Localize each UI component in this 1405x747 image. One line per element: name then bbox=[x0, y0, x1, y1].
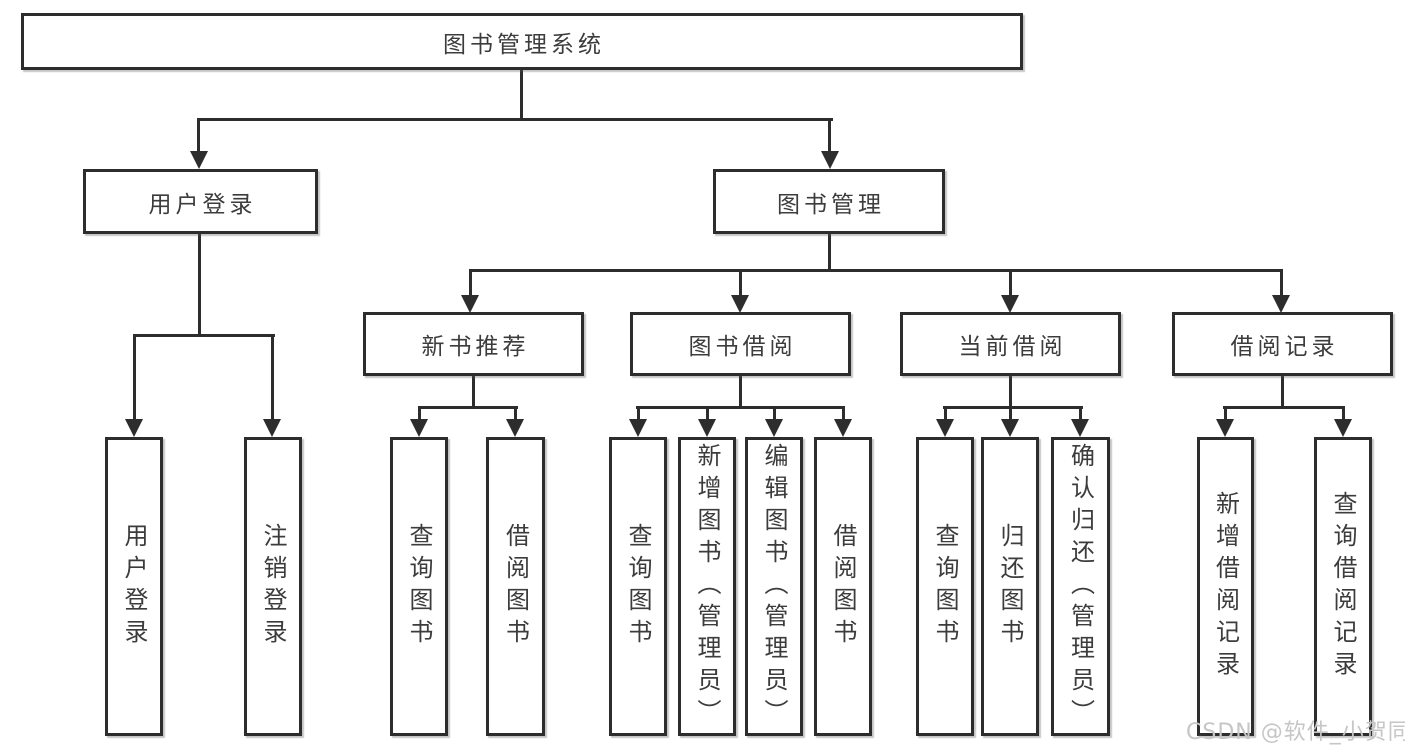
node-book-management: 图书管理 bbox=[713, 169, 945, 234]
node-new-book-recommend-label: 新书推荐 bbox=[421, 334, 530, 360]
node-book-management-label: 图书管理 bbox=[777, 191, 885, 218]
node-leaf-logout: 注销登录 bbox=[244, 437, 302, 736]
node-leaf-user-login-label: 用户登录 bbox=[120, 522, 148, 651]
node-leaf-confirm-return-admin-label: 确认归还（管理员） bbox=[1066, 442, 1095, 731]
node-leaf-borrow-books-2-label: 借阅图书 bbox=[829, 522, 857, 651]
node-leaf-query-books-1: 查询图书 bbox=[390, 437, 448, 736]
connector-g3-stem bbox=[1009, 376, 1012, 409]
node-borrowing-records: 借阅记录 bbox=[1172, 312, 1393, 376]
connector-g2-drop3 bbox=[773, 408, 776, 421]
connector-mgmt-crossbar bbox=[469, 269, 1283, 272]
node-leaf-query-books-3-label: 查询图书 bbox=[931, 522, 959, 651]
connector-g4-drop1 bbox=[1224, 408, 1227, 421]
csdn-watermark: CSDN @软件_小贺同学 bbox=[1186, 720, 1405, 745]
arrowhead-book-borrow bbox=[731, 295, 749, 313]
node-leaf-return-books-label: 归还图书 bbox=[996, 522, 1024, 651]
node-leaf-query-borrow-record-label: 查询借阅记录 bbox=[1329, 490, 1357, 683]
connector-drop-leaf-logout bbox=[271, 336, 274, 420]
connector-g4-crossbar bbox=[1223, 406, 1345, 409]
node-leaf-user-login: 用户登录 bbox=[105, 437, 163, 736]
arrowhead-book-management bbox=[821, 151, 839, 169]
connector-g2-crossbar bbox=[636, 406, 845, 409]
connector-drop-new-book bbox=[469, 271, 472, 296]
node-leaf-query-books-2: 查询图书 bbox=[609, 437, 667, 736]
connector-g4-stem bbox=[1281, 376, 1284, 409]
node-user-login-group-label: 用户登录 bbox=[148, 191, 257, 218]
node-new-book-recommend: 新书推荐 bbox=[363, 312, 584, 376]
connector-g3-drop2 bbox=[1009, 408, 1012, 421]
node-leaf-borrow-books-1: 借阅图书 bbox=[486, 437, 545, 736]
node-leaf-query-borrow-record: 查询借阅记录 bbox=[1314, 437, 1372, 736]
connector-drop-leaf-user-login bbox=[133, 336, 136, 420]
node-leaf-add-borrow-record-label: 新增借阅记录 bbox=[1211, 490, 1240, 683]
arrowhead-new-book bbox=[461, 295, 479, 313]
connector-g2-drop2 bbox=[706, 408, 709, 421]
arrowhead-g2-leaf1 bbox=[629, 419, 647, 437]
connector-user-crossbar bbox=[133, 334, 275, 337]
node-leaf-add-books-admin-label: 新增图书（管理员） bbox=[693, 442, 721, 731]
node-leaf-edit-books-admin: 编辑图书（管理员） bbox=[745, 437, 803, 736]
node-leaf-query-books-1-label: 查询图书 bbox=[405, 522, 433, 651]
arrowhead-g4-leaf2 bbox=[1334, 419, 1352, 437]
arrowhead-g4-leaf1 bbox=[1216, 419, 1234, 437]
arrowhead-g1-leaf2 bbox=[506, 419, 524, 437]
node-user-login-group: 用户登录 bbox=[83, 169, 318, 234]
node-leaf-confirm-return-admin: 确认归还（管理员） bbox=[1051, 437, 1110, 736]
node-leaf-return-books: 归还图书 bbox=[981, 437, 1039, 736]
connector-drop-current-borrow bbox=[1009, 271, 1012, 296]
connector-g2-stem bbox=[739, 376, 742, 409]
arrowhead-g2-leaf4 bbox=[834, 419, 852, 437]
arrowhead-leaf-user-login bbox=[125, 419, 143, 437]
connector-g3-drop1 bbox=[944, 408, 947, 421]
connector-g4-drop2 bbox=[1342, 408, 1345, 421]
connector-drop-borrow-record bbox=[1280, 271, 1283, 296]
node-leaf-logout-label: 注销登录 bbox=[259, 522, 287, 651]
connector-g1-crossbar bbox=[418, 406, 518, 409]
arrowhead-g3-leaf3 bbox=[1071, 419, 1089, 437]
node-current-borrowing-label: 当前借阅 bbox=[958, 334, 1067, 360]
arrowhead-g2-leaf2 bbox=[698, 419, 716, 437]
connector-drop-book-borrow bbox=[739, 271, 742, 296]
connector-g3-crossbar bbox=[943, 406, 1083, 409]
arrowhead-g3-leaf1 bbox=[936, 419, 954, 437]
connector-g1-drop1 bbox=[418, 408, 421, 421]
node-leaf-add-books-admin: 新增图书（管理员） bbox=[678, 437, 736, 736]
arrowhead-leaf-logout bbox=[263, 419, 281, 437]
arrowhead-g3-leaf2 bbox=[1001, 419, 1019, 437]
node-leaf-query-books-2-label: 查询图书 bbox=[624, 522, 652, 651]
connector-g1-drop2 bbox=[514, 408, 517, 421]
node-leaf-add-borrow-record: 新增借阅记录 bbox=[1197, 437, 1254, 736]
arrowhead-g2-leaf3 bbox=[765, 419, 783, 437]
connector-user-stem bbox=[198, 233, 201, 336]
node-current-borrowing: 当前借阅 bbox=[900, 312, 1121, 376]
node-root-label: 图书管理系统 bbox=[443, 31, 605, 58]
arrowhead-user-login bbox=[190, 151, 208, 169]
arrowhead-g1-leaf1 bbox=[410, 419, 428, 437]
connector-g1-stem bbox=[472, 376, 475, 409]
connector-mgmt-stem bbox=[828, 233, 831, 271]
connector-root-crossbar bbox=[197, 118, 833, 121]
node-book-borrowing: 图书借阅 bbox=[630, 312, 851, 376]
connector-g3-drop3 bbox=[1079, 408, 1082, 421]
connector-drop-user-login bbox=[197, 120, 200, 152]
arrowhead-borrow-record bbox=[1272, 295, 1290, 313]
node-leaf-borrow-books-1-label: 借阅图书 bbox=[501, 522, 530, 651]
connector-root-stem bbox=[520, 69, 523, 120]
node-book-borrowing-label: 图书借阅 bbox=[688, 334, 797, 360]
node-leaf-edit-books-admin-label: 编辑图书（管理员） bbox=[760, 442, 788, 731]
connector-g2-drop4 bbox=[842, 408, 845, 421]
arrowhead-current-borrow bbox=[1001, 295, 1019, 313]
node-leaf-borrow-books-2: 借阅图书 bbox=[814, 437, 872, 736]
node-leaf-query-books-3: 查询图书 bbox=[916, 437, 974, 736]
connector-g2-drop1 bbox=[637, 408, 640, 421]
node-root: 图书管理系统 bbox=[21, 13, 1023, 70]
node-borrowing-records-label: 借阅记录 bbox=[1230, 334, 1339, 360]
connector-drop-book-management bbox=[828, 120, 831, 152]
